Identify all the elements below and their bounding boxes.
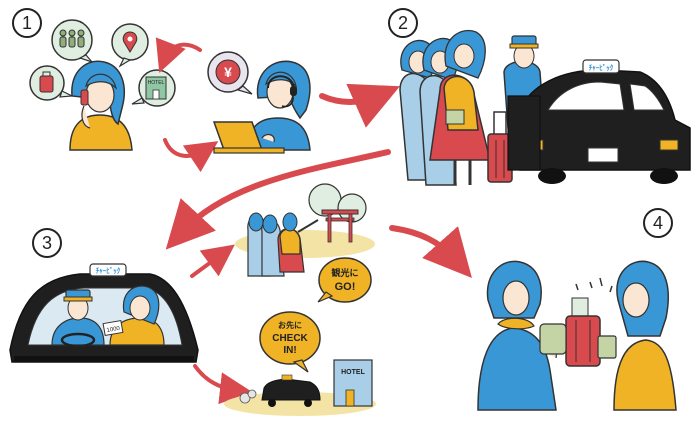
step-4-scene: [477, 260, 677, 411]
speech-checkin-line1: お先に: [278, 320, 302, 330]
arrow-step1-top: [155, 37, 202, 73]
woman-on-phone: [69, 60, 133, 151]
step-2-number: 2: [388, 8, 418, 38]
step-1-number: 1: [12, 8, 42, 38]
taxi-windshield: ﾁｬｰﾋﾞｯｸ 1000: [9, 263, 199, 363]
step-1-scene: HOTEL ¥: [29, 19, 311, 173]
hotel-bubble: HOTEL: [131, 69, 176, 107]
arrow-to-4: [389, 225, 472, 278]
hotel-building-sign: HOTEL: [341, 369, 365, 376]
luggage-pile: [539, 277, 617, 367]
arrow-to-hotel: [193, 364, 252, 405]
taxi-roof-sign-2: ﾁｬｰﾋﾞｯｸ: [589, 63, 614, 72]
yen-symbol: ¥: [224, 64, 232, 80]
operator-with-headset: [212, 60, 311, 154]
guest-woman: [613, 260, 677, 411]
small-taxi: [239, 374, 321, 407]
sightseeing-speech-bubble: 観光に GO!: [317, 257, 372, 303]
sightseeing-scene: 観光に GO!: [235, 183, 375, 303]
step-4-number: 4: [643, 208, 673, 238]
arrow-step1-bottom: [163, 138, 219, 173]
people-bubble: [51, 19, 94, 64]
black-taxi: ﾁｬｰﾋﾞｯｸ: [507, 59, 691, 184]
arrow-to-sightseeing: [190, 244, 235, 278]
speech-checkin-line3: IN!: [283, 345, 296, 356]
hotel-bubble-label: HOTEL: [148, 80, 165, 86]
hotel-staff: [477, 260, 557, 411]
speech-sightseeing-line2: GO!: [335, 281, 356, 293]
checkin-scene: お先に CHECK IN! HOTEL: [224, 311, 376, 416]
location-pin-bubble: [111, 23, 149, 68]
yen-bubble: ¥: [207, 51, 253, 95]
step-3-scene: ﾁｬｰﾋﾞｯｸ 1000: [9, 183, 376, 416]
arrow-2-to-3: [165, 149, 391, 250]
arrow-1-to-2: [319, 83, 400, 128]
ticket-label: 1000: [106, 326, 121, 334]
speech-sightseeing-line1: 観光に: [331, 267, 358, 278]
step-3-number: 3: [32, 228, 62, 258]
speech-checkin-line2: CHECK: [272, 333, 308, 344]
torii-gate: [321, 209, 359, 243]
hotel-building: HOTEL: [333, 359, 373, 407]
tourist-group: [399, 29, 491, 186]
taxi-roof-sign-3: ﾁｬｰﾋﾞｯｸ: [96, 266, 121, 275]
checkin-speech-bubble: お先に CHECK IN!: [259, 311, 321, 373]
step-2-scene: ﾁｬｰﾋﾞｯｸ: [399, 29, 691, 186]
luggage-bubble: [29, 65, 75, 101]
